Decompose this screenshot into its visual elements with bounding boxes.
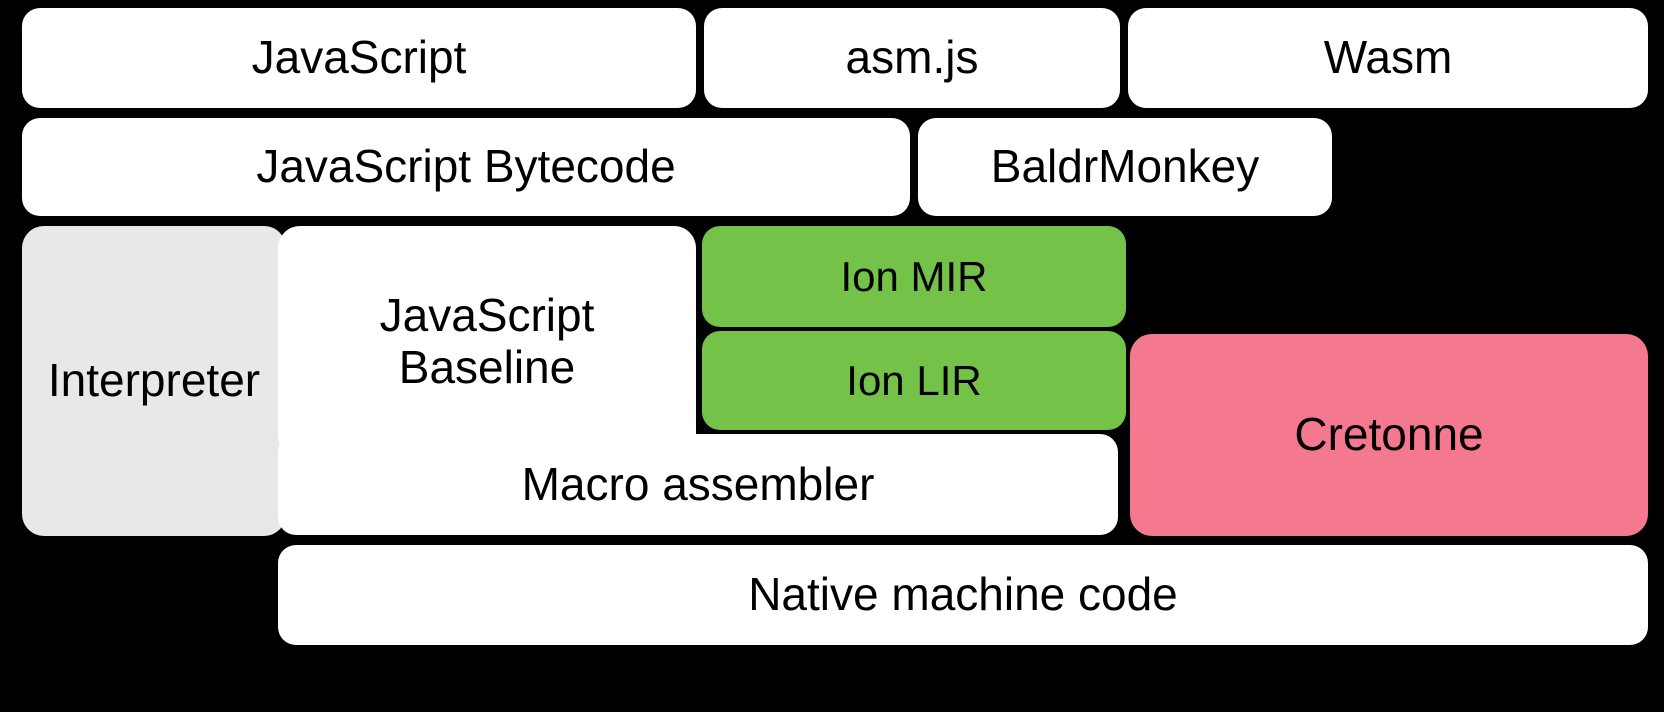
node-asm-js: asm.js — [704, 8, 1120, 108]
node-macro-assembler: Macro assembler — [278, 434, 1118, 535]
node-javascript-bytecode: JavaScript Bytecode — [22, 118, 910, 216]
node-javascript: JavaScript — [22, 8, 696, 108]
node-wasm: Wasm — [1128, 8, 1648, 108]
node-interpreter: Interpreter — [22, 226, 286, 536]
node-native-machine-code: Native machine code — [278, 545, 1648, 645]
node-ion-lir: Ion LIR — [702, 331, 1126, 430]
node-ion-mir: Ion MIR — [702, 226, 1126, 327]
node-cretonne: Cretonne — [1130, 334, 1648, 536]
node-javascript-baseline: JavaScript Baseline — [278, 226, 696, 458]
node-baldrmonkey: BaldrMonkey — [918, 118, 1332, 216]
